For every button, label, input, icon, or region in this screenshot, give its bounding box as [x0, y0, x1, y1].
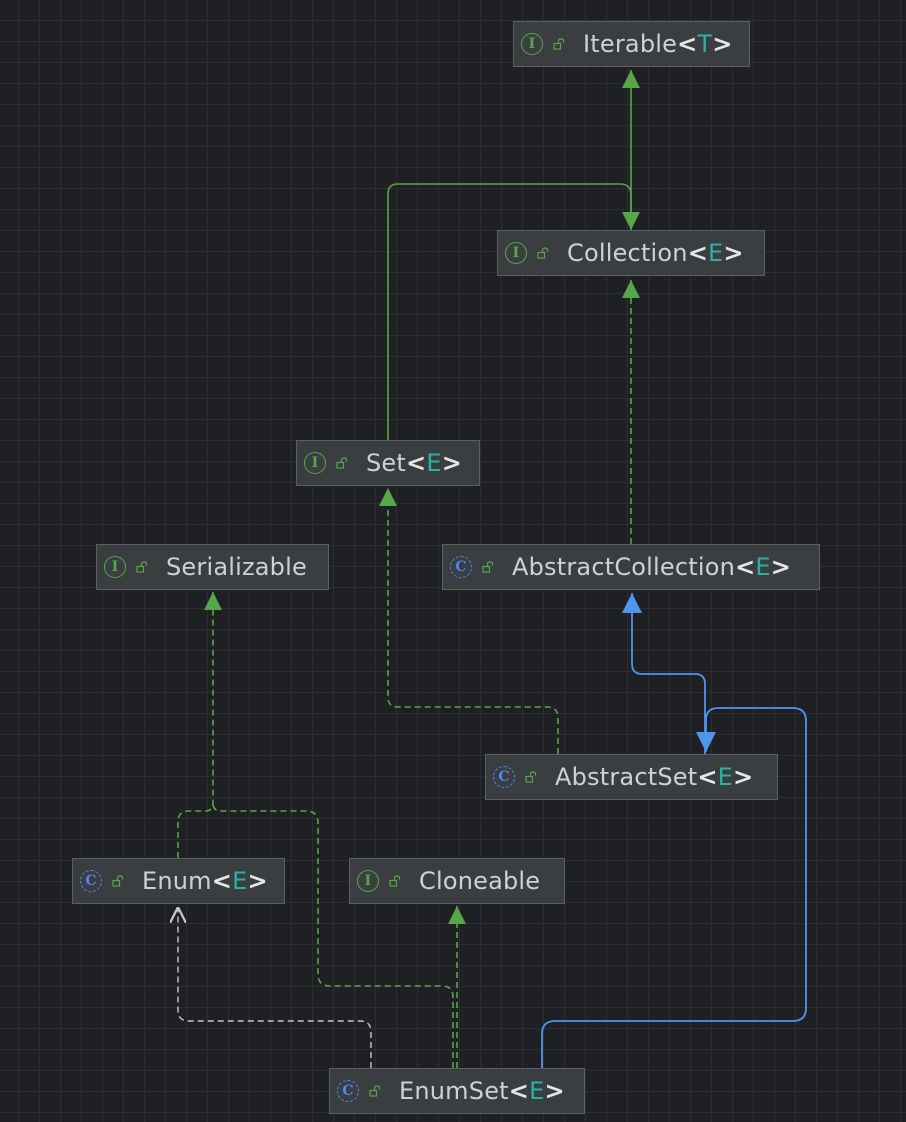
class-icon: C	[337, 1080, 359, 1102]
edge-abstractset-extends-abstractcollection	[622, 593, 706, 754]
node-name: Collection	[567, 239, 688, 267]
node-name: Set	[366, 449, 407, 477]
public-lock-icon	[369, 1085, 381, 1097]
interface-icon: I	[104, 556, 126, 578]
node-name: Cloneable	[419, 867, 541, 895]
public-lock-icon	[336, 457, 348, 469]
edge-set-extends-collection	[387, 183, 640, 440]
edge-enum-implements-serializable	[177, 592, 222, 858]
node-abstract-set[interactable]: C AbstractSet<E>	[485, 754, 778, 800]
node-collection[interactable]: I Collection<E>	[497, 230, 765, 276]
node-enum[interactable]: C Enum<E>	[72, 858, 285, 904]
type-param: E	[426, 449, 442, 477]
edge-enumset-implements-serializable	[212, 802, 454, 1068]
type-param: E	[755, 553, 771, 581]
type-param: E	[717, 763, 734, 791]
node-cloneable[interactable]: I Cloneable	[349, 858, 565, 904]
class-icon: C	[450, 556, 472, 578]
type-param: E	[708, 239, 724, 267]
node-name: Iterable	[583, 30, 678, 58]
interface-icon: I	[357, 870, 379, 892]
public-lock-icon	[112, 875, 124, 887]
node-name: Enum	[142, 867, 212, 895]
edge-enumset-depends-enum	[178, 907, 372, 1068]
node-set[interactable]: I Set<E>	[296, 440, 480, 486]
public-lock-icon	[136, 561, 148, 573]
interface-icon: I	[521, 33, 543, 55]
node-name: AbstractCollection	[512, 553, 736, 581]
public-lock-icon	[553, 38, 565, 50]
class-icon: C	[80, 870, 102, 892]
node-serializable[interactable]: I Serializable	[96, 544, 329, 590]
node-enumset[interactable]: C EnumSet<E>	[329, 1068, 585, 1114]
type-param: T	[697, 30, 713, 58]
node-abstract-collection[interactable]: C AbstractCollection<E>	[442, 544, 820, 590]
public-lock-icon	[537, 247, 549, 259]
node-iterable[interactable]: I Iterable<T>	[513, 21, 750, 67]
interface-icon: I	[304, 452, 326, 474]
edge-abstractset-implements-set	[379, 488, 559, 754]
public-lock-icon	[525, 771, 537, 783]
type-param: E	[232, 867, 248, 895]
interface-icon: I	[505, 242, 527, 264]
node-name: Serializable	[166, 553, 307, 581]
node-name: AbstractSet	[555, 763, 698, 791]
node-name: EnumSet	[399, 1077, 509, 1105]
type-param: E	[529, 1077, 545, 1105]
public-lock-icon	[482, 561, 494, 573]
public-lock-icon	[389, 875, 401, 887]
class-icon: C	[493, 766, 515, 788]
edge-enumset-extends-abstractset	[541, 707, 807, 1068]
